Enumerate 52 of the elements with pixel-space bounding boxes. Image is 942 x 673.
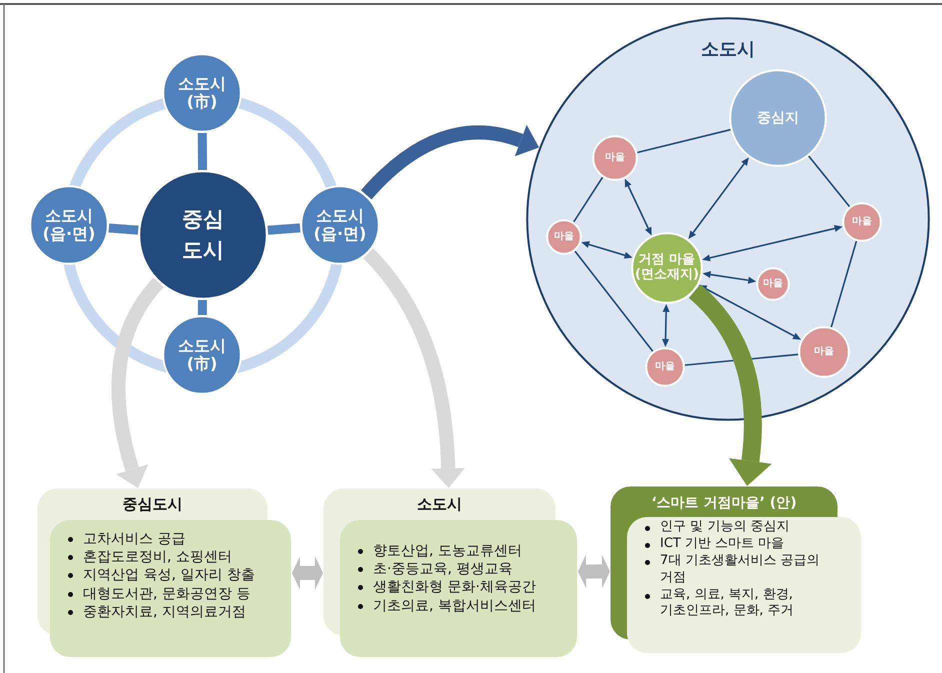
circle-label: 소도시 (市) bbox=[177, 74, 227, 112]
bullet-item: 인구 및 기능의 중심지 bbox=[660, 519, 790, 536]
connector-line bbox=[268, 223, 300, 235]
arrow bbox=[688, 157, 749, 240]
circle-label: 소도시 (읍·면) bbox=[42, 206, 96, 244]
circle-label: 소도시 (읍·면) bbox=[312, 206, 368, 244]
circle-label: 중심지 bbox=[757, 110, 799, 126]
connector-line bbox=[198, 300, 207, 316]
bullet-item: 혼잡도로정비, 쇼핑센터 bbox=[83, 548, 232, 566]
panel-heading: ‘스마트 거점마을’ (안) bbox=[651, 495, 797, 511]
arrow bbox=[662, 304, 670, 347]
bullet-item: 지역산업 육성, 일자리 창출 bbox=[83, 566, 255, 585]
arrow bbox=[578, 554, 610, 588]
arrow bbox=[292, 556, 323, 590]
circle-label: 마을 bbox=[554, 231, 574, 243]
circle-label: 마을 bbox=[655, 361, 675, 373]
bullet-item: 교육, 의료, 복지, 환경, 기초인프라, 문화, 주거 bbox=[660, 586, 795, 620]
arrow bbox=[688, 284, 772, 486]
connector-line bbox=[830, 240, 858, 328]
circle-label: 중심 도시 bbox=[181, 206, 225, 264]
arrow bbox=[624, 178, 652, 236]
arrow bbox=[581, 241, 633, 259]
connector-line bbox=[574, 250, 654, 352]
circle-label: 거점 마을 (면소재지) bbox=[634, 253, 700, 283]
connector-line bbox=[637, 128, 731, 154]
circle-label: 마을 bbox=[605, 152, 625, 164]
bullet-item: 향토산업, 도농교류센터 bbox=[373, 542, 522, 560]
bullet-item: ICT 기반 스마트 마을 bbox=[660, 536, 784, 553]
bullet-item: 기초의료, 복합서비스센터 bbox=[373, 596, 536, 615]
connector-line bbox=[108, 223, 139, 235]
bullet-item: 초·중등교육, 평생교육 bbox=[373, 560, 512, 578]
bullet-item: 생활친화형 문화·체육공간 bbox=[373, 578, 536, 597]
panel-heading: 소도시 bbox=[417, 495, 462, 513]
arrow bbox=[112, 278, 164, 488]
arrow bbox=[702, 271, 756, 284]
panel-heading: 중심도시 bbox=[122, 495, 182, 513]
bullet-item: 7대 기초생활서비스 공급의 거점 bbox=[660, 552, 821, 587]
circle-label: 마을 bbox=[763, 278, 783, 290]
bullet-item: 고차서비스 공급 bbox=[83, 530, 186, 548]
circle-label: 마을 bbox=[814, 346, 834, 358]
circle-title: 소도시 bbox=[701, 39, 755, 60]
bullet-item: 대형도서관, 문화공연장 등 bbox=[83, 584, 250, 603]
arrow bbox=[363, 248, 465, 488]
arrow bbox=[702, 225, 843, 262]
bullet-item: 중환자치료, 지역의료거점 bbox=[83, 602, 246, 621]
arrow bbox=[361, 124, 540, 200]
circle-label: 소도시 (市) bbox=[177, 336, 227, 374]
connector-line bbox=[198, 132, 208, 170]
arrow bbox=[698, 284, 802, 340]
connector-line bbox=[573, 176, 604, 222]
connector-line bbox=[808, 156, 850, 207]
circle-label: 마을 bbox=[852, 216, 872, 228]
